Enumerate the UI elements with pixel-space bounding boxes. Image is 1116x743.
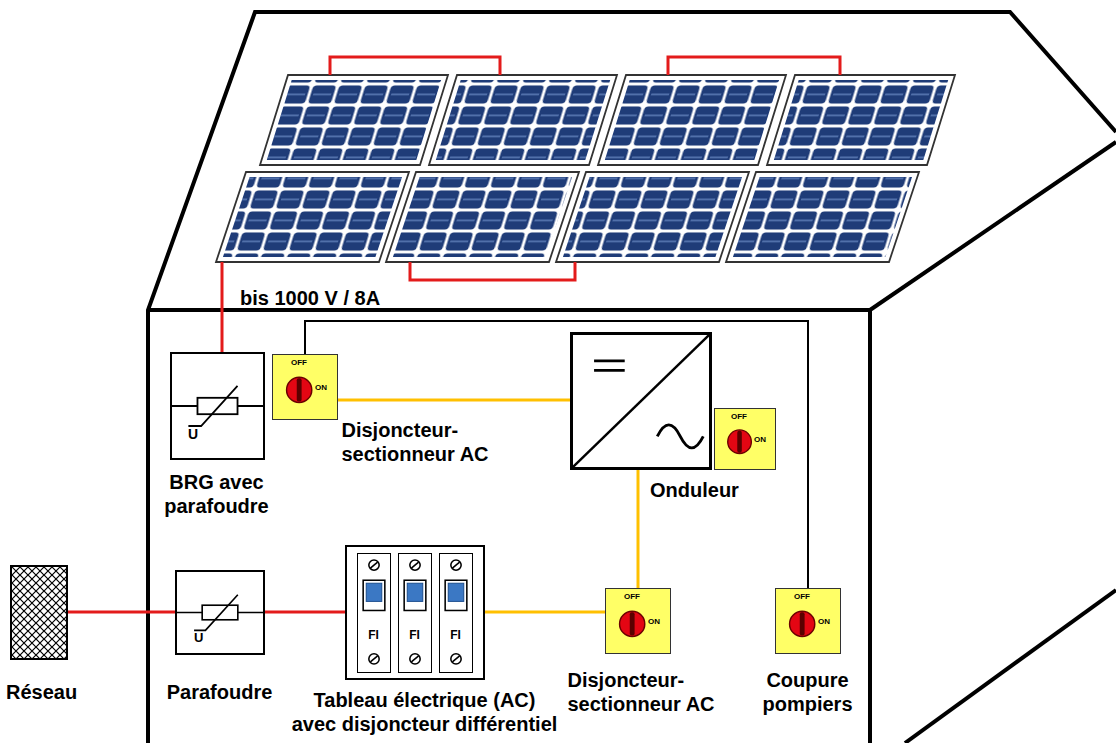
cable-rating-label: bis 1000 V / 8A	[240, 286, 380, 310]
dc-cable	[338, 399, 570, 402]
grid-cable	[265, 611, 345, 614]
rotary-switch: OFF ON	[714, 408, 776, 470]
box-label: Parafoudre	[160, 680, 280, 704]
rotary-switch: OFFONDisjoncteur-sectionneur AC	[605, 588, 671, 654]
ac-cable	[637, 470, 640, 588]
box-label: BRG avec parafoudre	[159, 470, 274, 518]
breaker-module: FI	[357, 553, 391, 673]
inverter-box: Onduleur	[570, 332, 712, 470]
surge-arrester-box: UParafoudre	[175, 570, 265, 655]
voltage-symbol: U	[194, 631, 203, 644]
switch-off-text: OFF	[731, 413, 747, 421]
dc-string-wiring	[222, 57, 840, 352]
breaker-module: FI	[439, 553, 473, 673]
board-label: Tableau électrique (AC) avec disjoncteur…	[290, 688, 560, 736]
inverter-symbol	[573, 335, 709, 467]
switch-label: Disjoncteur-sectionneur AC	[568, 668, 728, 716]
breaker-text: FI	[399, 628, 430, 642]
ac-cable	[485, 611, 605, 614]
switch-on-text: ON	[818, 618, 830, 626]
breaker-text: FI	[358, 628, 389, 642]
switch-on-text: ON	[315, 384, 327, 392]
switch-on-text: ON	[754, 436, 766, 444]
breaker-symbol	[399, 554, 431, 672]
grid-hatch	[12, 567, 66, 658]
breaker-symbol	[358, 554, 390, 672]
varistor-symbol	[172, 354, 263, 458]
grid-label: Réseau	[6, 680, 77, 704]
varistor-symbol	[177, 572, 263, 653]
house-outline	[148, 12, 1116, 743]
breaker-text: FI	[440, 628, 471, 642]
switch-on-text: ON	[648, 618, 660, 626]
switch-off-text: OFF	[794, 593, 810, 601]
switch-off-text: OFF	[624, 593, 640, 601]
switch-off-text: OFF	[291, 359, 307, 367]
grid-symbol: Réseau	[10, 565, 68, 660]
rotary-switch: OFFONDisjoncteur-sectionneur AC	[272, 354, 338, 420]
distribution-board: Tableau électrique (AC) avec disjoncteur…	[345, 545, 485, 680]
solar-panels	[216, 75, 955, 262]
breaker-module: FI	[398, 553, 432, 673]
switch-label: Disjoncteur-sectionneur AC	[342, 418, 502, 466]
junction-box: UBRG avec parafoudre	[170, 352, 265, 460]
rotary-switch: OFFONCoupure pompiers	[775, 588, 841, 654]
grid-cable	[68, 611, 175, 614]
voltage-symbol: U	[188, 427, 198, 441]
switch-label: Coupure pompiers	[758, 668, 858, 716]
inverter-label: Onduleur	[650, 478, 739, 502]
breaker-symbol	[440, 554, 472, 672]
